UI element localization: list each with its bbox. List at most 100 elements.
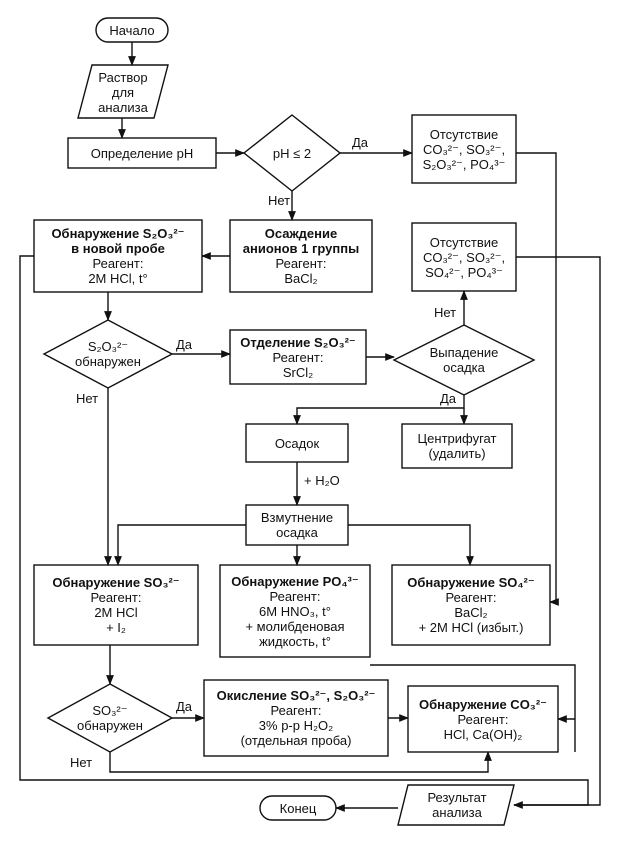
edge-label-no-ph: Нет [268,193,291,208]
sulfate-detection-title: Обнаружение SO₄²⁻ [407,575,535,590]
sulfite-detection-shape [33,564,199,646]
centrifugate-line-2: (удалить) [428,446,486,461]
start-terminal: Начало [96,18,168,42]
absence-mid-ion-so4: SO₄²⁻, [425,264,464,280]
carbonate-detection-reagent: HCl, Ca(OH)₂ [443,726,523,742]
absence-mid-ions-1: CO₃²⁻, SO₃²⁻, [423,250,505,265]
absence-mid-title: Отсутствие [429,234,499,250]
sulfite-check-line-1: SO₃²⁻ [92,703,128,718]
thiosulfate-new-reagent-label: Реагент: [92,256,144,271]
precipitate-shape [245,423,349,463]
absence-top-title: Отсутствие [429,126,499,142]
phosphate-detection-reagent-label: Реагент: [269,588,321,604]
sample-line-1: Раствор [98,69,148,85]
absence-mid-ion-so3: SO₃²⁻, [466,249,506,265]
thiosulfate-new-title-1: Обнаружение S₂O₃²⁻ [51,226,185,241]
precipitate-check-line-2: осадка [443,360,485,375]
absence-top-ion-so3: SO₃²⁻, [466,141,506,157]
phosphate-detection-reagent-1: 6M HNO₃, t° [259,603,331,619]
suspension-box: Взмутнение осадка [246,505,348,545]
absence-mid-box: Отсутствие CO₃²⁻, SO₃²⁻, SO₄²⁻, PO₄³⁻ [412,225,516,289]
start-label: Начало [109,22,155,38]
thiosulfate-new-title-2: в новой пробе [71,241,165,256]
oxidation-reagent-2: (отдельная проба) [240,733,352,748]
group1-reagent-label: Реагент: [275,256,327,271]
sulfite-check-diamond: SO₃²⁻ обнаружен [58,700,162,736]
phosphate-detection-shape [219,564,371,658]
thiosulfate-separation-title: Отделение S₂O₃²⁻ [240,334,356,350]
ph-determination-label: Определение pH [90,145,194,161]
edge-label-no-precipitate: Нет [434,305,457,320]
precipitate-check-line-1: Выпадение [429,345,499,360]
phosphate-detection-title: Обнаружение PO₄³⁻ [231,573,359,589]
phosphate-detection-box: Обнаружение PO₄³⁻ Реагент: 6M HNO₃, t° +… [220,567,370,655]
carbonate-detection-box: Обнаружение CO₃²⁻ Реагент: HCl, Ca(OH)₂ [408,688,558,750]
absence-top-ion-po4: PO₄³⁻ [470,156,506,172]
precipitate-label: Осадок [274,435,320,451]
carbonate-detection-title: Обнаружение CO₃²⁻ [418,696,548,712]
sample-line-3: анализа [98,99,148,115]
thiosulfate-separation-box: Отделение S₂O₃²⁻ Реагент: SrCl₂ [230,332,366,382]
result-parallelogram-shape [397,784,515,826]
oxidation-reagent-label: Реагент: [270,703,322,718]
sample-input: Раствор для анализа [82,66,164,118]
thiosulfate-check-diamond: S₂O₃²⁻ обнаружен [56,336,160,372]
ph-determination-shape [67,137,217,169]
result-output: Результат анализа [404,786,510,824]
end-label: Конец [279,800,317,816]
sulfite-detection-reagent-2: + I₂ [106,620,126,635]
ph-check-diamond: pH ≤ 2 [244,140,340,166]
thiosulfate-new-reagent: 2M HCl, t° [88,271,148,286]
absence-top-box: Отсутствие CO₃²⁻, SO₃²⁻, S₂O₃²⁻, PO₄³⁻ [412,117,516,181]
carbonate-detection-shape [407,685,559,753]
centrifugate-box: Центрифугат (удалить) [402,424,512,468]
group1-title-2: анионов 1 группы [242,241,360,256]
group1-precipitation-box: Осаждение анионов 1 группы Реагент: BaCl… [230,222,372,290]
thiosulfate-separation-reagent: SrCl₂ [282,364,314,380]
precipitate-check-diamond: Выпадение осадка [410,342,518,378]
oxidation-reagent-1: 3% р-р H₂O₂ [258,718,334,733]
sample-line-2: для [111,84,135,100]
edge-label-water: + H₂O [304,473,340,488]
phosphate-detection-reagent-3: жидкость, t° [259,633,331,649]
oxidation-title: Окисление SO₃²⁻, S₂O₃²⁻ [216,688,376,703]
sulfate-detection-box: Обнаружение SO₄²⁻ Реагент: BaCl₂ + 2M HC… [392,567,550,643]
edge-label-no-sulfite: Нет [70,755,93,770]
thiosulfate-check-line-2: обнаружен [75,354,141,369]
oxidation-shape [203,679,389,757]
oxidation-box: Окисление SO₃²⁻, S₂O₃²⁻ Реагент: 3% р-р … [204,682,388,754]
sulfite-detection-box: Обнаружение SO₃²⁻ Реагент: 2M HCl + I₂ [34,567,198,643]
suspension-line-2: осадка [276,525,318,540]
edge-label-yes-sulfite: Да [176,699,193,714]
absence-top-ions-1: CO₃²⁻, SO₃²⁻, [423,142,505,157]
sulfite-detection-reagent-1: 2M HCl [94,605,138,620]
centrifugate-line-1: Центрифугат [417,431,497,446]
group1-title-1: Осаждение [264,226,338,241]
sulfite-detection-reagent-label: Реагент: [90,590,142,605]
sulfate-detection-reagent-1: BaCl₂ [454,605,488,620]
group1-reagent: BaCl₂ [284,271,318,286]
absence-mid-ions-2: SO₄²⁻, PO₄³⁻ [425,265,503,280]
edge-label-no-thiosulfate: Нет [76,391,99,406]
carbonate-detection-reagent-label: Реагент: [457,711,509,727]
absence-mid-shape [411,222,517,292]
thiosulfate-separation-reagent-label: Реагент: [272,349,324,365]
result-line-1: Результат [427,790,487,805]
edge-label-yes-ph: Да [352,135,369,150]
absence-mid-ion-po4: PO₄³⁻ [467,264,503,280]
precipitate-box: Осадок [246,424,348,462]
end-terminal: Конец [260,796,336,820]
sulfite-check-line-2: обнаружен [77,718,143,733]
ph-check-label: pH ≤ 2 [272,145,312,161]
thiosulfate-separation-shape [229,329,367,385]
centrifugate-shape [401,423,513,469]
thiosulfate-check-line-1: S₂O₃²⁻ [87,339,129,354]
sample-parallelogram-shape [77,64,169,119]
thiosulfate-new-sample-box: Обнаружение S₂O₃²⁻ в новой пробе Реагент… [34,222,202,290]
ph-determination-box: Определение pH [68,138,216,168]
result-line-2: анализа [432,805,482,820]
sulfate-detection-reagent-label: Реагент: [445,590,497,605]
phosphate-detection-reagent-2: + молибденовая [245,618,345,634]
